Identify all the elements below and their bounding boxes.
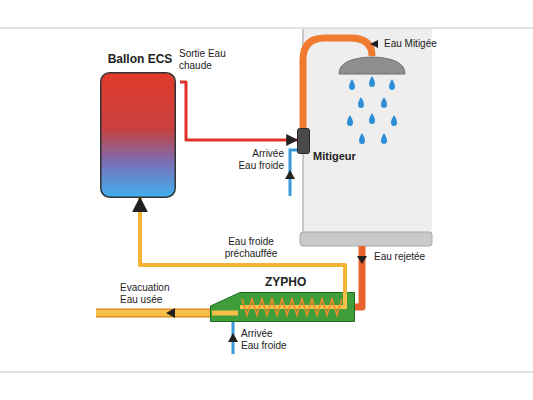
flow-arrow <box>370 40 378 48</box>
coil <box>242 299 342 315</box>
inlet-label: Arrivée Eau froide <box>241 328 291 352</box>
flow-arrow <box>228 333 238 342</box>
water-drop <box>369 113 375 124</box>
shower-head <box>339 57 405 74</box>
frame-line <box>0 28 533 29</box>
water-drop <box>369 76 375 87</box>
water-drop <box>391 115 397 126</box>
flow-label: Eau rejetée <box>374 251 425 263</box>
mixer-valve: Mitigeur <box>297 128 310 154</box>
shower-wall <box>303 29 432 235</box>
flow-arrow <box>285 170 295 179</box>
storage-tank: Ballon ECS <box>100 52 180 198</box>
pipe-connector <box>180 82 297 140</box>
flow-arrow <box>166 308 175 318</box>
exchanger-body <box>210 292 355 322</box>
water-drop <box>381 133 387 144</box>
heat-exchanger: ZYPHO <box>210 292 355 322</box>
pipe-connector <box>140 198 345 292</box>
water-drop <box>381 97 387 108</box>
pipe-label: Eau froide préchauffée <box>222 236 280 260</box>
tank-title: Ballon ECS <box>100 52 180 66</box>
water-drop <box>389 79 395 90</box>
flow-arrow <box>357 256 367 264</box>
shower-tray <box>300 232 432 246</box>
flow-label: Eau Mitigée <box>384 38 437 50</box>
mixer-body <box>297 128 310 154</box>
frame-line <box>0 372 533 373</box>
water-drop <box>358 97 364 108</box>
mixer-label: Mitigeur <box>313 150 356 163</box>
evacuation-pipe-edge <box>96 309 211 318</box>
water-drop <box>359 133 365 144</box>
outlet-label: Evacuation Eau usée <box>120 282 172 306</box>
tank-shell <box>101 73 176 198</box>
exchanger-label: ZYPHO <box>265 275 306 289</box>
water-drops <box>347 76 397 144</box>
water-drop <box>349 79 355 90</box>
inlet-label: Arrivée Eau froide <box>234 148 284 172</box>
mixed-water-pipe <box>303 38 372 128</box>
water-drop <box>347 115 353 126</box>
drain-pipe <box>354 246 362 307</box>
tank-body <box>100 72 176 198</box>
pipe-label: Sortie Eau chaude <box>179 48 231 72</box>
evacuation-pipe <box>96 310 211 316</box>
